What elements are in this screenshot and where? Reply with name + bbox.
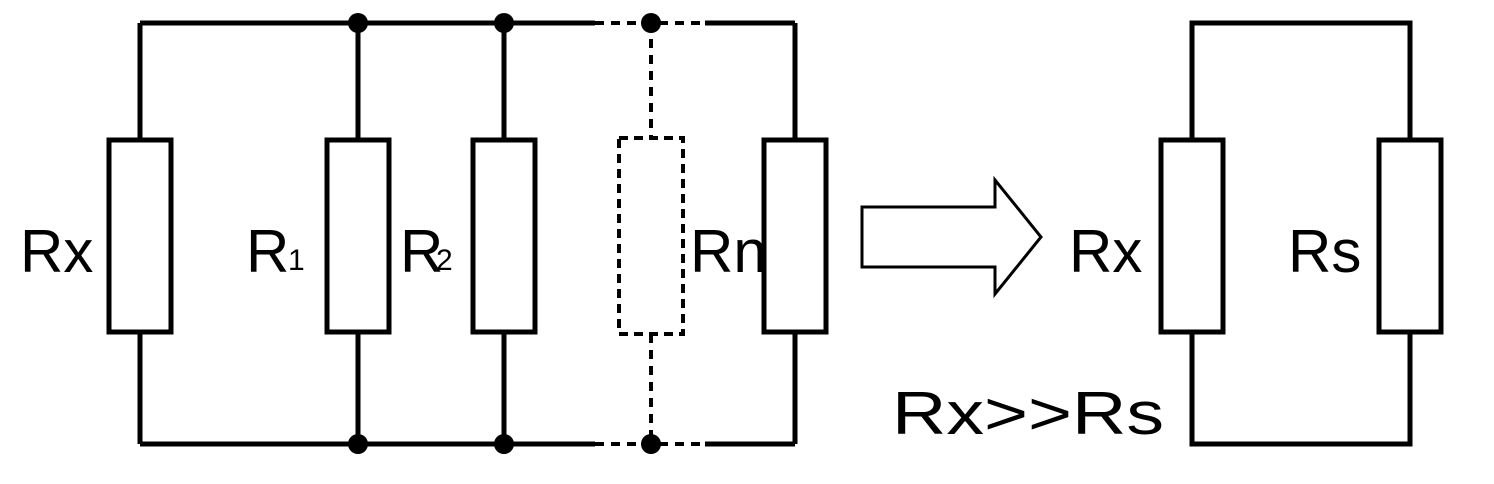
- junction-node: [641, 13, 661, 33]
- equivalence-arrow-icon: [860, 175, 1043, 299]
- label-rx-equivalent: Rx: [1069, 218, 1142, 285]
- resistor-rx-equivalent: [1158, 137, 1226, 335]
- junction-node: [641, 434, 661, 454]
- junction-node: [348, 13, 368, 33]
- junction-node: [494, 434, 514, 454]
- label-r2-subscript: 2: [436, 244, 453, 277]
- resistor-r2: [470, 137, 538, 335]
- resistor-r1: [324, 137, 392, 335]
- resistor-dashed: [617, 136, 685, 336]
- relation-text: Rx>>Rs: [892, 380, 1164, 447]
- resistor-rx: [106, 137, 174, 335]
- resistor-rs: [1376, 137, 1444, 335]
- label-rs: Rs: [1288, 218, 1361, 285]
- branch-dashed: [617, 23, 685, 444]
- junction-node: [348, 434, 368, 454]
- label-rn: Rn: [690, 218, 767, 285]
- branch-rx: [106, 23, 174, 444]
- branch-r1: [324, 23, 392, 444]
- equivalent-loop-wire: [1189, 20, 1413, 447]
- equivalent-circuit: Rx Rs: [1069, 20, 1444, 447]
- resistor-rn: [761, 137, 829, 335]
- branch-r2: [470, 23, 538, 444]
- label-r1: R: [246, 218, 289, 285]
- label-rx: Rx: [20, 218, 93, 285]
- junction-node: [494, 13, 514, 33]
- parallel-circuit: Rx R 1 R 2 Rn: [20, 13, 829, 454]
- branch-rn: [761, 23, 829, 444]
- label-r2: R: [400, 218, 443, 285]
- label-r1-subscript: 1: [288, 244, 305, 277]
